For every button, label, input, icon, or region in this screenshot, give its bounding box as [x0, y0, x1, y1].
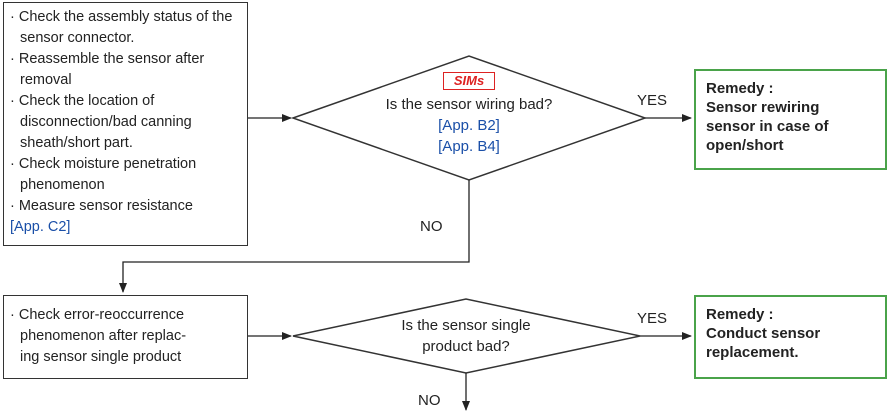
box1-line-4: · Check moisture penetration phenomenon: [10, 156, 197, 193]
no-label-2: NO: [418, 392, 441, 409]
decision-1-question: Is the sensor wiring bad?: [385, 96, 553, 113]
app-b2-link[interactable]: [App. B2]: [438, 117, 500, 134]
remedy-1-line-1: Sensor rewiring: [706, 99, 820, 116]
decision-2-text: Is the sensor single product bad?: [346, 315, 586, 357]
decision-2-line-2: product bad?: [422, 338, 510, 355]
check-box-2: · Check error-reoccurrence phenomenon af…: [3, 295, 248, 379]
remedy-2-title: Remedy :: [706, 306, 774, 323]
no-label-1: NO: [420, 218, 443, 235]
decision-2-line-1: Is the sensor single: [401, 317, 531, 334]
remedy-2-line-2: replacement.: [706, 344, 799, 361]
yes-label-2: YES: [637, 310, 668, 327]
box2-line-1: · Check error-reoccurrence: [10, 307, 185, 323]
check-box-1: · Check the assembly status of the senso…: [3, 2, 248, 246]
yes-label-1: YES: [637, 92, 668, 109]
remedy-1-line-2: sensor in case of: [706, 118, 829, 135]
app-b4-link[interactable]: [App. B4]: [438, 138, 500, 155]
decision-1-text: SIMs Is the sensor wiring bad? [App. B2]…: [339, 70, 599, 157]
app-c2-link[interactable]: [App. C2]: [10, 219, 71, 235]
remedy-1-line-3: open/short: [706, 137, 784, 154]
remedy-box-1: Remedy : Sensor rewiring sensor in case …: [694, 69, 887, 170]
box1-line-5: · Measure sensor resistance: [10, 198, 193, 214]
sims-badge: SIMs: [442, 72, 496, 90]
remedy-box-2: Remedy : Conduct sensor replacement.: [694, 295, 887, 379]
arrow-decision1-no: [119, 180, 470, 293]
box1-line-2: · Reassemble the sensor after removal: [10, 51, 205, 88]
box1-line-1: · Check the assembly status of the senso…: [10, 9, 233, 46]
remedy-1-title: Remedy :: [706, 80, 774, 97]
box2-line-2: phenomenon after replac-: [20, 328, 187, 344]
box2-line-3: ing sensor single product: [20, 349, 182, 365]
remedy-2-line-1: Conduct sensor: [706, 325, 821, 342]
box1-line-3: · Check the location of disconnection/ba…: [10, 93, 192, 151]
